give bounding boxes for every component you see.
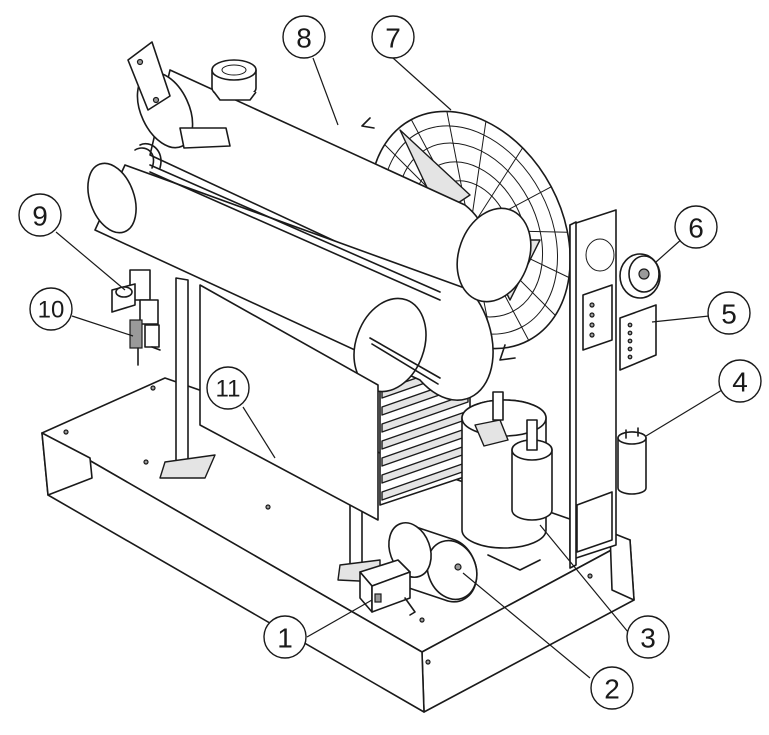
electrical-panel-column	[569, 209, 617, 569]
callout-10: 10	[29, 287, 73, 331]
valve-assembly	[111, 269, 161, 366]
terminal-screw	[627, 338, 633, 344]
callout-3-label: 3	[640, 623, 656, 654]
callout-4-label: 4	[732, 367, 748, 398]
pressure-gauge	[619, 253, 661, 299]
callout-1-label: 1	[277, 623, 293, 654]
indicator-dot	[589, 322, 595, 328]
leader-lines	[55, 57, 723, 679]
callout-8: 8	[282, 15, 326, 59]
callout-2: 2	[590, 666, 634, 710]
condenser-fin	[381, 393, 469, 433]
vessel-supports	[159, 277, 381, 583]
terminal-board	[619, 304, 657, 371]
terminal-screw	[627, 322, 633, 328]
callout-6-label: 6	[688, 213, 704, 244]
terminal-screw	[627, 346, 633, 352]
callout-8-label: 8	[296, 23, 312, 54]
callout-1: 1	[263, 615, 307, 659]
capacitor	[617, 427, 647, 495]
callout-4: 4	[718, 359, 762, 403]
callout-7-label: 7	[385, 23, 401, 54]
switch-box	[359, 559, 416, 616]
terminal-screw	[627, 330, 633, 336]
indicator-dot	[589, 312, 595, 318]
callout-3: 3	[626, 615, 670, 659]
callout-2-label: 2	[604, 674, 620, 705]
callout-9-label: 9	[32, 201, 48, 232]
callout-11-label: 11	[216, 376, 241, 403]
callout-6: 6	[674, 205, 718, 249]
callout-9: 9	[18, 193, 62, 237]
terminal-screw	[627, 354, 633, 360]
callout-10-label: 10	[38, 297, 65, 324]
callout-5-label: 5	[721, 299, 737, 330]
compressor	[461, 391, 553, 571]
indicator-dot	[589, 332, 595, 338]
callout-5: 5	[707, 291, 751, 335]
heat-exchanger-vessel	[87, 143, 532, 401]
callout-11: 11	[206, 366, 250, 410]
callout-7: 7	[371, 15, 415, 59]
indicator-dot	[589, 302, 595, 308]
